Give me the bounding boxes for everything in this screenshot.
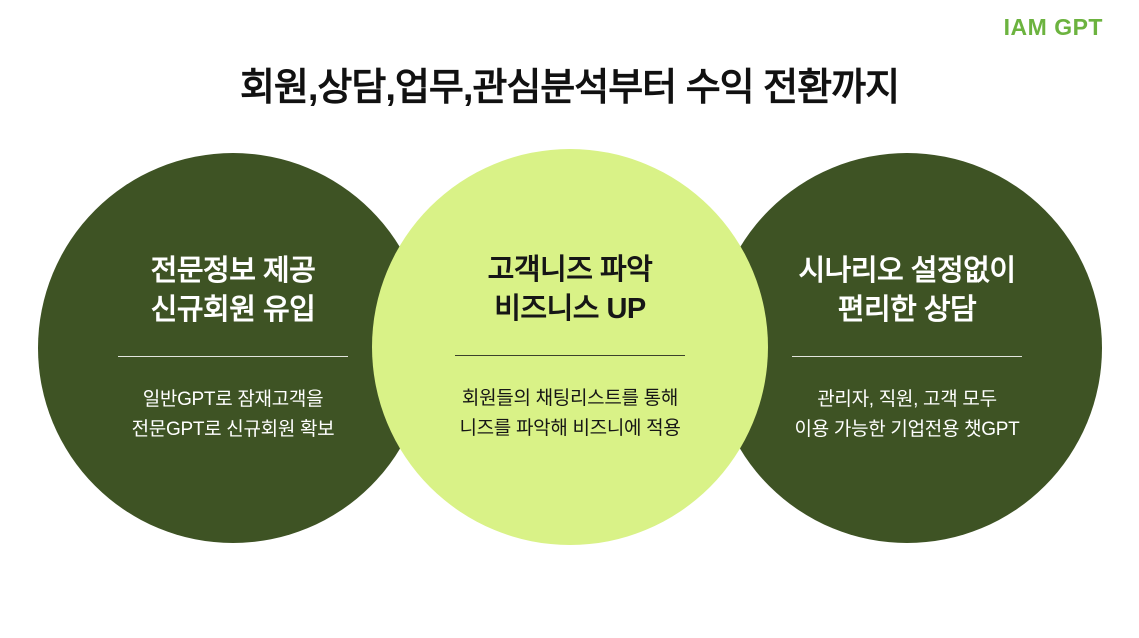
circle-title-line: 시나리오 설정없이 xyxy=(798,254,1017,287)
page-title: 회원,상담,업무,관심분석부터 수익 전환까지 xyxy=(239,67,900,109)
divider xyxy=(118,356,348,358)
circle-title: 시나리오 설정없이 편리한 상담 xyxy=(798,252,1017,330)
brand-logo: IAM GPT xyxy=(1003,14,1103,40)
circle-title-line: 전문정보 제공 xyxy=(150,254,316,287)
circle-title-line: 비즈니스 UP xyxy=(494,293,646,326)
circle-body-line: 니즈를 파악해 비즈니에 적용 xyxy=(459,417,681,439)
feature-circle-customer-needs: 고객니즈 파악 비즈니스 UP 회원들의 채팅리스트를 통해 니즈를 파악해 비… xyxy=(372,149,768,545)
circle-body: 일반GPT로 잠재고객을 전문GPT로 신규회원 확보 xyxy=(132,385,335,444)
divider xyxy=(455,355,685,357)
circle-body-line: 일반GPT로 잠재고객을 xyxy=(142,389,324,411)
feature-circle-new-member-inflow: 전문정보 제공 신규회원 유입 일반GPT로 잠재고객을 전문GPT로 신규회원… xyxy=(38,153,428,543)
circle-title-line: 편리한 상담 xyxy=(837,294,977,327)
circle-body: 관리자, 직원, 고객 모두 이용 가능한 기업전용 챗GPT xyxy=(795,385,1020,444)
circle-title: 고객니즈 파악 비즈니스 UP xyxy=(488,251,653,329)
circle-body: 회원들의 채팅리스트를 통해 니즈를 파악해 비즈니에 적용 xyxy=(459,384,680,443)
circle-body-line: 회원들의 채팅리스트를 통해 xyxy=(461,388,679,410)
circle-body-line: 전문GPT로 신규회원 확보 xyxy=(131,418,335,440)
circle-title-line: 고객니즈 파악 xyxy=(487,253,653,286)
divider xyxy=(792,356,1022,358)
circle-body-line: 관리자, 직원, 고객 모두 xyxy=(817,389,997,411)
feature-circle-easy-consulting: 시나리오 설정없이 편리한 상담 관리자, 직원, 고객 모두 이용 가능한 기… xyxy=(712,153,1102,543)
circle-body-line: 이용 가능한 기업전용 챗GPT xyxy=(794,418,1020,440)
circle-title-line: 신규회원 유입 xyxy=(150,294,316,327)
circle-title: 전문정보 제공 신규회원 유입 xyxy=(151,252,316,330)
